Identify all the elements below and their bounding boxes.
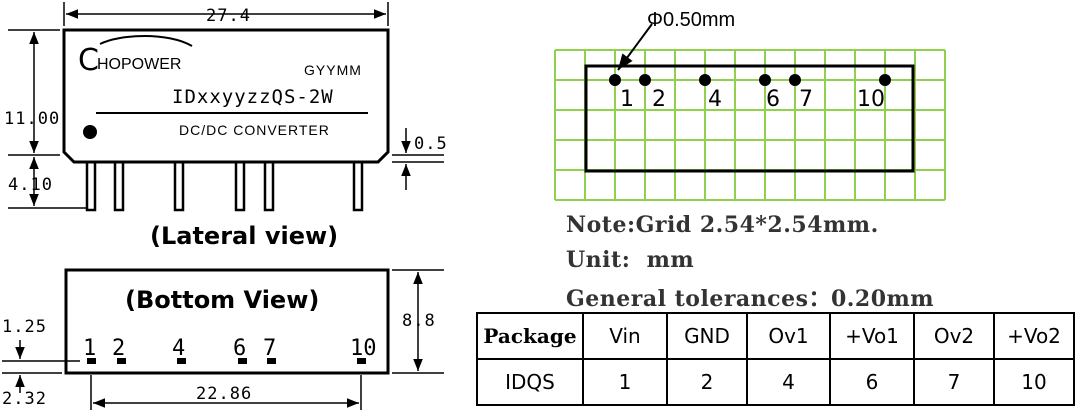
footprint-pin-hole (639, 74, 651, 86)
diameter-leader (617, 23, 653, 71)
table-cell: 2 (666, 358, 748, 406)
dim-length-label: 27.4 (206, 6, 251, 26)
table-cell: 6 (829, 358, 915, 406)
footprint-pin-hole (879, 74, 891, 86)
footprint-pin-hole (789, 74, 801, 86)
bottom-pin-pad (87, 358, 96, 364)
footprint-outline (584, 64, 915, 173)
note-grid: Note:Grid 2.54*2.54mm. (566, 212, 879, 238)
table-cell: 1 (582, 358, 668, 406)
footprint-pin-hole (759, 74, 771, 86)
brand-initial: C (78, 43, 99, 78)
footprint-pin-label: 1 (620, 87, 634, 112)
footprint-pin-label: 4 (708, 87, 722, 112)
lateral-view-caption: (Lateral view) (150, 222, 339, 250)
table-header-cell: GND (666, 312, 748, 360)
dim-height-label: 11.00 (4, 109, 61, 129)
lateral-pin (85, 160, 97, 212)
bottom-pin-pad (238, 358, 247, 364)
dim-span-label: 22.86 (196, 384, 253, 404)
table-row: IDQS 1 2 4 6 7 10 (476, 358, 1075, 406)
dim-edge-label: 2.32 (2, 389, 47, 409)
lateral-dimensions (8, 2, 444, 209)
table-header-cell: Vin (582, 312, 668, 360)
lateral-pin (173, 160, 185, 212)
footprint-pin-hole (609, 74, 621, 86)
table-cell: 4 (746, 358, 831, 406)
footprint-pin-holes (609, 74, 891, 86)
bottom-dimensions (2, 269, 444, 410)
dim-standoff-label: 0.5 (414, 134, 448, 154)
footprint-outline-group (584, 23, 915, 173)
table-header-cell: +Vo1 (829, 312, 915, 360)
bottom-pin-label: 7 (263, 336, 277, 361)
bottom-pin-pads (87, 358, 366, 364)
table-header-cell: +Vo2 (993, 312, 1075, 360)
pin-diameter-label: Φ0.50mm (647, 9, 736, 31)
date-code: GYYMM (304, 62, 362, 78)
module-bottom-outline (64, 268, 390, 375)
bottom-pin-pad (177, 358, 186, 364)
brand-name: HOPOWER (97, 56, 182, 73)
table-header-cell: Ov2 (913, 312, 995, 360)
footprint-pin-hole (699, 74, 711, 86)
table-header-cell: Package (476, 312, 584, 360)
converter-label: DC/DC CONVERTER (179, 122, 330, 138)
table-cell: 7 (913, 358, 995, 406)
bottom-view-caption: (Bottom View) (125, 286, 320, 314)
brand-logo-swoosh (99, 35, 193, 47)
table-header-row: Package Vin GND Ov1 +Vo1 Ov2 +Vo2 (476, 312, 1075, 360)
lateral-pin (352, 160, 364, 212)
footprint-grid (554, 49, 946, 201)
lateral-pin (234, 160, 246, 212)
pin-assignment-table: Package Vin GND Ov1 +Vo1 Ov2 +Vo2 IDQS 1… (476, 312, 1075, 406)
lateral-pins (85, 160, 364, 212)
bottom-pin-label: 1 (83, 336, 97, 361)
footprint-pin-label: 2 (652, 87, 666, 112)
lateral-pin (113, 160, 125, 212)
dim-width-label: 8.8 (402, 311, 436, 331)
model-number: IDxxyyzzQS-2W (172, 86, 334, 108)
bottom-pin-pad (117, 358, 126, 364)
footprint-pin-label: 7 (799, 87, 813, 112)
bottom-pin-label: 10 (350, 336, 377, 361)
dim-pin-offset-label: 1.25 (2, 317, 47, 337)
table-cell: IDQS (476, 358, 584, 406)
bottom-pin-label: 2 (112, 336, 126, 361)
table-header-cell: Ov1 (746, 312, 831, 360)
module-body-outline (62, 28, 390, 164)
bottom-pin-pad (357, 358, 366, 364)
bottom-view-drawing (2, 268, 444, 410)
dim-pin-length-label: 4.10 (8, 175, 53, 195)
bottom-pin-pad (267, 358, 276, 364)
note-unit: Unit: mm (566, 247, 695, 273)
footprint-pin-label: 10 (857, 87, 885, 112)
bottom-pin-label: 4 (172, 336, 186, 361)
note-tolerance: General tolerances：0.20mm (566, 286, 935, 312)
lateral-pin (263, 160, 275, 212)
lateral-view-drawing (8, 2, 444, 212)
table-cell: 10 (993, 358, 1075, 406)
bottom-pin-label: 6 (233, 336, 247, 361)
pin1-indicator-dot (83, 125, 97, 139)
footprint-pin-label: 6 (766, 87, 780, 112)
